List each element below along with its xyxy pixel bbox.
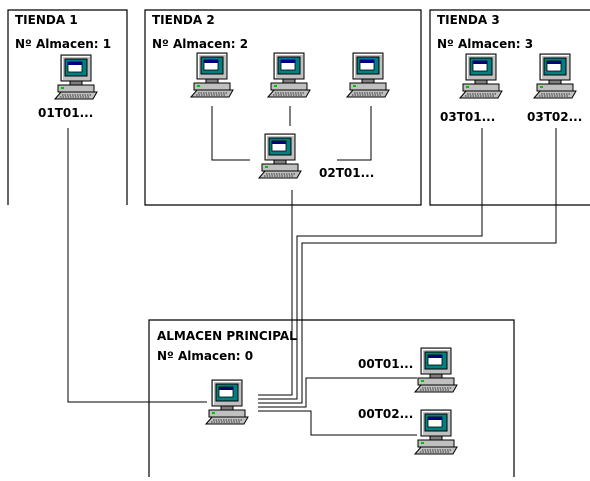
box-tienda-2-border [144, 9, 422, 206]
terminal-03t02-label: 03T02... [527, 110, 582, 124]
terminal-00t01-label: 00T01... [358, 357, 413, 371]
box-almacen-principal-title: ALMACEN PRINCIPAL [157, 329, 297, 343]
computer-icon [414, 347, 458, 393]
connection-lines [67, 106, 557, 436]
terminal-00t01[interactable]: 00T01... [358, 347, 458, 393]
box-tienda-2-title: TIENDA 2 [152, 13, 215, 27]
link-t2-pc1-hub [211, 106, 250, 161]
box-tienda-1: TIENDA 1 Nº Almacen: 1 [7, 9, 128, 205]
terminal-02t01[interactable]: 02T01... [258, 133, 374, 180]
terminal-00t02-label: 00T02... [358, 407, 413, 421]
link-t2-pc3-hub [337, 106, 372, 161]
terminal-t2-1[interactable] [190, 52, 234, 98]
box-tienda-1-title: TIENDA 1 [15, 13, 78, 27]
box-almacen-principal-border [148, 319, 515, 477]
computer-icon [533, 53, 577, 99]
computer-icon [346, 52, 390, 98]
terminal-00t02[interactable]: 00T02... [358, 407, 458, 455]
link-tienda-3-pc2 [258, 128, 557, 404]
terminal-01t01-label: 01T01... [38, 106, 93, 120]
computer-icon [258, 133, 302, 179]
link-tienda-1 [67, 128, 207, 403]
box-almacen-principal: ALMACEN PRINCIPAL Nº Almacen: 0 [148, 319, 515, 477]
box-tienda-3-border [429, 9, 590, 206]
terminal-t2-2[interactable] [267, 52, 311, 98]
computer-icon [54, 54, 98, 100]
box-almacen-principal-subtitle: Nº Almacen: 0 [157, 349, 253, 363]
box-tienda-3-subtitle: Nº Almacen: 3 [437, 37, 533, 51]
box-tienda-3-title: TIENDA 3 [437, 13, 500, 27]
terminal-01t01[interactable]: 01T01... [38, 54, 98, 120]
box-tienda-2-subtitle: Nº Almacen: 2 [152, 37, 248, 51]
terminal-almacen-principal[interactable] [205, 379, 249, 425]
computer-icon [414, 409, 458, 455]
terminal-03t01-label: 03T01... [440, 110, 495, 124]
link-ap-pc1 [258, 377, 417, 408]
terminal-t2-3[interactable] [346, 52, 390, 98]
link-tienda-3-pc1 [258, 128, 483, 400]
computer-icon [205, 379, 249, 425]
box-tienda-1-subtitle: Nº Almacen: 1 [15, 37, 111, 51]
box-tienda-3: TIENDA 3 Nº Almacen: 3 [429, 9, 590, 206]
computer-icon [190, 52, 234, 98]
link-tienda-2 [258, 190, 293, 396]
link-ap-pc2 [258, 410, 417, 436]
box-tienda-1-border [7, 9, 128, 205]
terminal-02t01-label: 02T01... [319, 166, 374, 180]
computer-icon [459, 53, 503, 99]
box-tienda-2: TIENDA 2 Nº Almacen: 2 [144, 9, 422, 206]
computer-icon [267, 52, 311, 98]
terminal-03t01[interactable]: 03T01... [440, 53, 503, 124]
terminal-03t02[interactable]: 03T02... [527, 53, 582, 124]
